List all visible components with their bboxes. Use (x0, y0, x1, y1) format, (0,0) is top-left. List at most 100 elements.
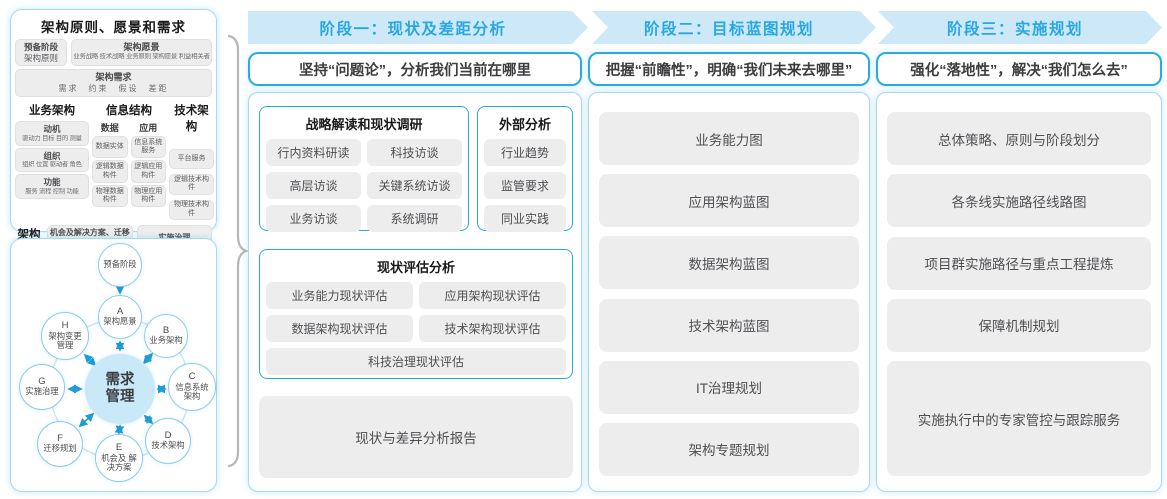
phase3-item: 实施执行中的专家管控与跟踪服务 (887, 361, 1151, 476)
data-subcolumn: 数据 数据实体 逻辑数据构件 物理数据构件 (92, 121, 128, 208)
adm-node-label: 预备阶段 (103, 259, 137, 270)
adm-node-letter: H (61, 320, 69, 332)
strategy-item: 科技访谈 (367, 139, 462, 166)
organization-title: 组织 (43, 150, 61, 161)
external-item: 同业实践 (484, 205, 566, 232)
technology-item: 物理技术构件 (169, 199, 214, 220)
data-item: 物理数据构件 (92, 184, 128, 208)
framework-row-1: 预备阶段 架构原则 架构愿景 业务战略 技术战略 业务原则 架构愿景 利益相关者 (15, 39, 212, 67)
assessment-item: 科技治理现状评估 (266, 348, 566, 375)
architecture-framework-panel: 架构原则、愿景和需求 预备阶段 架构原则 架构愿景 业务战略 技术战略 业务原则… (10, 9, 217, 261)
application-item: 物理应用构件 (130, 184, 166, 208)
phase2-item: 数据架构蓝图 (599, 236, 859, 290)
application-subcolumn: 应用 信息系统服务 逻辑应用构件 物理应用构件 (130, 121, 166, 208)
requirements-title: 架构需求 (95, 72, 132, 83)
adm-node-preliminary: 预备阶段 (98, 243, 142, 287)
strategy-item: 行内资料研读 (266, 139, 361, 166)
adm-node-letter: G (38, 376, 46, 388)
information-column-header: 信息结构 (106, 104, 152, 117)
phase2-subtitle: 把握“前瞻性”，明确“我们未来去哪里” (588, 52, 870, 86)
phase1-header: 阶段一：现状及差距分析 (319, 20, 507, 38)
adm-node-letter: B (162, 325, 170, 337)
technology-items: 平台服务 逻辑技术构件 物理技术构件 (169, 148, 214, 220)
adm-center-node-requirements-management: 需求管理 (85, 354, 155, 424)
adm-node-letter: E (115, 442, 123, 454)
information-subcolumns: 数据 数据实体 逻辑数据构件 物理数据构件 应用 信息系统服务 逻辑应用构件 物… (92, 121, 166, 208)
external-item: 监管要求 (484, 172, 566, 199)
phase1-content-panel: 战略解读和现状调研 行内资料研读 科技访谈 高层访谈 关键系统访谈 业务访谈 系… (248, 92, 582, 492)
adm-node-h-change-management: H 架构变更 管理 (41, 312, 89, 360)
phase3-item: 项目群实施路径与重点工程提炼 (887, 236, 1151, 290)
strategy-group-items: 行内资料研读 科技访谈 高层访谈 关键系统访谈 业务访谈 系统调研 (266, 139, 462, 232)
adm-node-label: 迁移规划 (43, 443, 77, 454)
adm-node-label: 信息系统 架构 (175, 381, 209, 402)
phase2-item: 应用架构蓝图 (599, 174, 859, 228)
phase3-item: 总体策略、原则与阶段划分 (887, 112, 1151, 165)
assessment-group-title: 现状评估分析 (376, 260, 455, 275)
adm-node-label: 机会及 解决方案 (101, 452, 137, 473)
grouping-brace (227, 34, 250, 468)
adm-node-label: 架构愿景 (103, 316, 137, 327)
adm-node-f-migration: F 迁移规划 (37, 421, 83, 467)
phase2-header-band: 阶段二：目标蓝图规划 (592, 11, 876, 44)
assessment-item: 技术架构现状评估 (419, 315, 566, 342)
adm-cycle-panel: 需求管理 预备阶段 A 架构愿景 B 业务架构 C 信息系统 架构 D 技术架构… (10, 238, 217, 492)
phase3-header-band: 阶段三：实施规划 (878, 11, 1162, 44)
technology-item: 逻辑技术构件 (169, 174, 214, 195)
phase2-item: 架构专题规划 (599, 422, 859, 476)
organization-box: 组织 组织 位置 驱动者 角色 (15, 147, 89, 173)
architecture-requirements-box: 架构需求 需求 约束 假设 差距 (15, 69, 212, 97)
adm-node-a-vision: A 架构愿景 (98, 295, 142, 339)
strategy-group-title: 战略解读和现状调研 (305, 117, 423, 132)
assessment-item: 业务能力现状评估 (266, 282, 413, 309)
strategy-item: 关键系统访谈 (367, 172, 462, 199)
application-subheader: 应用 (139, 122, 158, 133)
application-item: 逻辑应用构件 (130, 160, 166, 183)
external-item: 行业趋势 (484, 139, 566, 166)
function-items: 服务 流程 控制 功能 (25, 188, 79, 196)
adm-node-g-governance: G 实施治理 (19, 364, 65, 410)
current-state-assessment-group: 现状评估分析 业务能力现状评估 应用架构现状评估 数据架构现状评估 技术架构现状… (259, 249, 573, 379)
phase2-item: 业务能力图 (599, 112, 859, 165)
prep-phase-box: 预备阶段 架构原则 (15, 39, 67, 67)
strategy-item: 业务访谈 (266, 205, 361, 232)
adm-node-label: 架构变更 管理 (48, 330, 82, 351)
phase2-content-panel: 业务能力图 应用架构蓝图 数据架构蓝图 技术架构蓝图 IT治理规划 架构专题规划 (588, 92, 870, 492)
external-group-title: 外部分析 (498, 117, 551, 132)
vision-title: 架构愿景 (123, 42, 160, 52)
technology-architecture-column: 技术架构 平台服务 逻辑技术构件 物理技术构件 (169, 101, 214, 220)
phase2-item: IT治理规划 (599, 360, 859, 414)
adm-node-b-business: B 业务架构 (144, 314, 188, 358)
phase3-item: 各条线实施路径线路图 (887, 174, 1151, 228)
phase2-item: 技术架构蓝图 (599, 298, 859, 352)
phase3-header: 阶段三：实施规划 (946, 20, 1083, 38)
adm-node-letter: A (116, 306, 124, 318)
technology-column-header: 技术架构 (174, 104, 209, 133)
information-structure-column: 信息结构 数据 数据实体 逻辑数据构件 物理数据构件 应用 信息系统服务 逻辑应… (92, 101, 166, 220)
organization-items: 组织 位置 驱动者 角色 (22, 161, 82, 169)
adm-node-label: 实施治理 (25, 386, 59, 397)
data-item: 数据实体 (92, 135, 128, 159)
assessment-item: 数据架构现状评估 (266, 315, 413, 342)
business-column-header: 业务架构 (29, 104, 75, 117)
adm-node-e-opportunities: E 机会及 解决方案 (95, 434, 143, 482)
strategy-research-group: 战略解读和现状调研 行内资料研读 科技访谈 高层访谈 关键系统访谈 业务访谈 系… (259, 106, 469, 232)
phase3-subtitle: 强化“落地性”，解决“我们怎么去” (876, 52, 1162, 86)
gap-analysis-report-box: 现状与差异分析报告 (259, 396, 573, 478)
prep-phase-line1: 预备阶段 (23, 42, 58, 52)
strategy-item: 系统调研 (367, 205, 462, 232)
assessment-group-items: 业务能力现状评估 应用架构现状评估 数据架构现状评估 技术架构现状评估 科技治理… (266, 282, 566, 375)
strategy-item: 高层访谈 (266, 172, 361, 199)
adm-center-label: 需求管理 (105, 371, 135, 405)
governance-title: 实施治理 (139, 233, 210, 243)
adm-node-d-technology: D 技术架构 (145, 418, 191, 464)
phase2-header: 阶段二：目标蓝图规划 (643, 20, 814, 38)
data-subheader: 数据 (100, 122, 119, 133)
adm-node-c-information-systems: C 信息系统 架构 (168, 363, 216, 411)
adm-node-letter: F (57, 433, 63, 445)
application-item: 信息系统服务 (130, 135, 166, 159)
phase1-header-band: 阶段一：现状及差距分析 (248, 11, 588, 44)
technology-item: 平台服务 (169, 148, 214, 170)
adm-node-label: 技术架构 (151, 440, 185, 451)
